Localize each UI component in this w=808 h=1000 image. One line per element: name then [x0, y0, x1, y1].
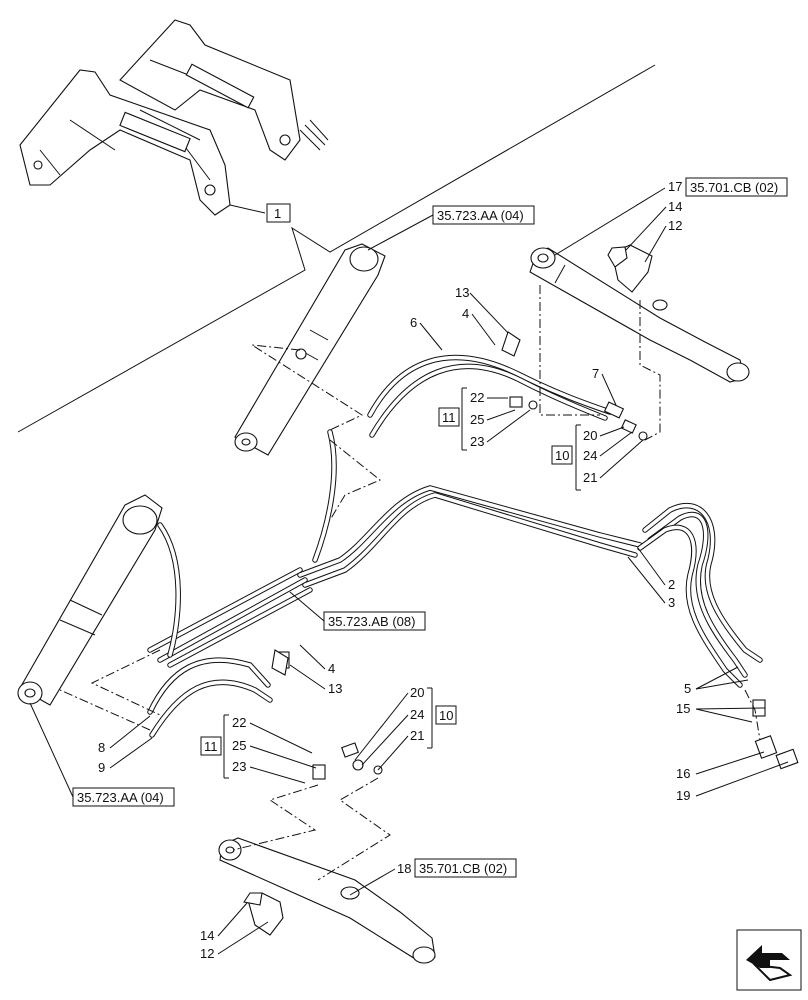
callout-11b: 11: [204, 739, 218, 754]
callout-20a: 20: [583, 428, 597, 443]
loader-overview-illustration: [19, 19, 329, 216]
callout-24b: 24: [410, 707, 424, 722]
callout-23b: 23: [232, 759, 246, 774]
cylinder-17: [529, 247, 750, 383]
callout-4a: 4: [462, 306, 469, 321]
callout-17: 17: [668, 179, 682, 194]
cap-14-bottom: [243, 892, 263, 906]
lower-boom-cylinder: [17, 494, 163, 706]
callout-25b: 25: [232, 738, 246, 753]
next-page-arrow-icon[interactable]: [736, 929, 802, 991]
callout-24a: 24: [583, 448, 597, 463]
callout-22b: 22: [232, 715, 246, 730]
upper-boom-cylinder: [234, 243, 386, 456]
hose-assembly: [147, 354, 763, 738]
callout-25a: 25: [470, 412, 484, 427]
callout-22a: 22: [470, 390, 484, 405]
callout-5: 5: [684, 681, 691, 696]
callout-23a: 23: [470, 434, 484, 449]
callout-11a: 11: [442, 410, 456, 425]
callout-1: 1: [274, 206, 281, 221]
cylinder-18: [218, 837, 436, 964]
callout-9: 9: [98, 760, 105, 775]
callout-13a: 13: [455, 285, 469, 300]
callout-14a: 14: [668, 199, 682, 214]
callout-3: 3: [668, 595, 675, 610]
callout-box-1: [266, 203, 291, 223]
callout-18: 18: [397, 861, 411, 876]
callout-box-10a: [551, 445, 573, 465]
ref-box-cb-top: [685, 177, 788, 197]
callout-21b: 21: [410, 728, 424, 743]
callout-box-11a: [438, 407, 460, 427]
callout-4b: 4: [328, 661, 335, 676]
callout-8: 8: [98, 740, 105, 755]
callout-box-11b: [200, 736, 222, 756]
ref-cb-bottom: 35.701.CB (02): [419, 861, 507, 876]
callout-10a: 10: [555, 448, 569, 463]
callout-15: 15: [676, 701, 690, 716]
callout-20b: 20: [410, 685, 424, 700]
callout-6: 6: [410, 315, 417, 330]
fittings: [276, 396, 799, 780]
callout-7: 7: [592, 366, 599, 381]
callout-2: 2: [668, 577, 675, 592]
ref-ab: 35.723.AB (08): [328, 614, 415, 629]
cap-14-top: [607, 246, 628, 268]
callout-16: 16: [676, 766, 690, 781]
callout-13b: 13: [328, 681, 342, 696]
section-divider: [17, 64, 656, 433]
assembly-guide-lines: [59, 285, 761, 881]
ref-cb-top: 35.701.CB (02): [690, 180, 778, 195]
callout-10b: 10: [439, 708, 453, 723]
callout-box-10b: [435, 705, 457, 725]
callout-21a: 21: [583, 470, 597, 485]
callout-19: 19: [676, 788, 690, 803]
callout-12b: 12: [200, 946, 214, 961]
callout-12a: 12: [668, 218, 682, 233]
callout-14b: 14: [200, 928, 214, 943]
ref-aa-top: 35.723.AA (04): [437, 208, 524, 223]
ref-aa-bottom: 35.723.AA (04): [77, 790, 164, 805]
ref-box-cb-bottom: [414, 858, 517, 878]
